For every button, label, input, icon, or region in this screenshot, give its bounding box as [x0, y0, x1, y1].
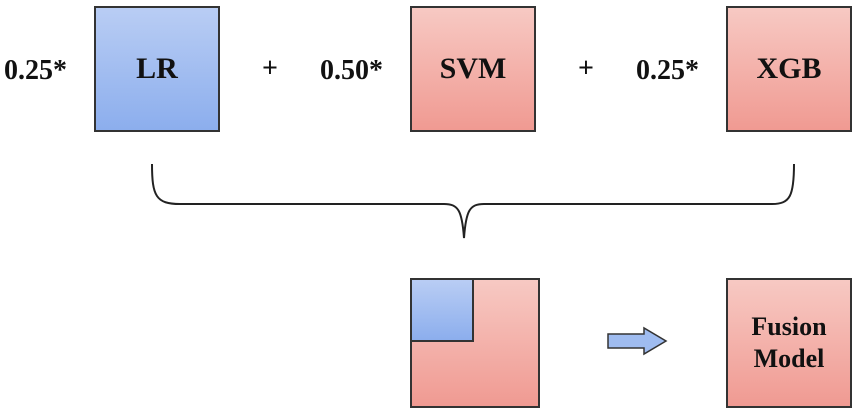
lr-weight-portion: [412, 280, 474, 342]
weight-lr: 0.25*: [4, 55, 67, 86]
model-box-svm: SVM: [410, 6, 536, 132]
weighted-combination-box: [410, 278, 540, 408]
model-box-xgb: XGB: [726, 6, 852, 132]
weight-xgb: 0.25*: [636, 55, 699, 86]
model-label-lr: LR: [136, 52, 178, 85]
plus-operator: +: [578, 53, 594, 84]
plus-operator: +: [262, 53, 278, 84]
weight-svm: 0.50*: [320, 55, 383, 86]
model-label-xgb: XGB: [756, 52, 822, 85]
model-box-lr: LR: [94, 6, 220, 132]
right-arrow-icon: [607, 326, 668, 356]
fusion-model-box: Fusion Model: [726, 278, 852, 408]
fusion-model-label: Fusion Model: [751, 311, 827, 374]
model-label-svm: SVM: [439, 52, 507, 85]
